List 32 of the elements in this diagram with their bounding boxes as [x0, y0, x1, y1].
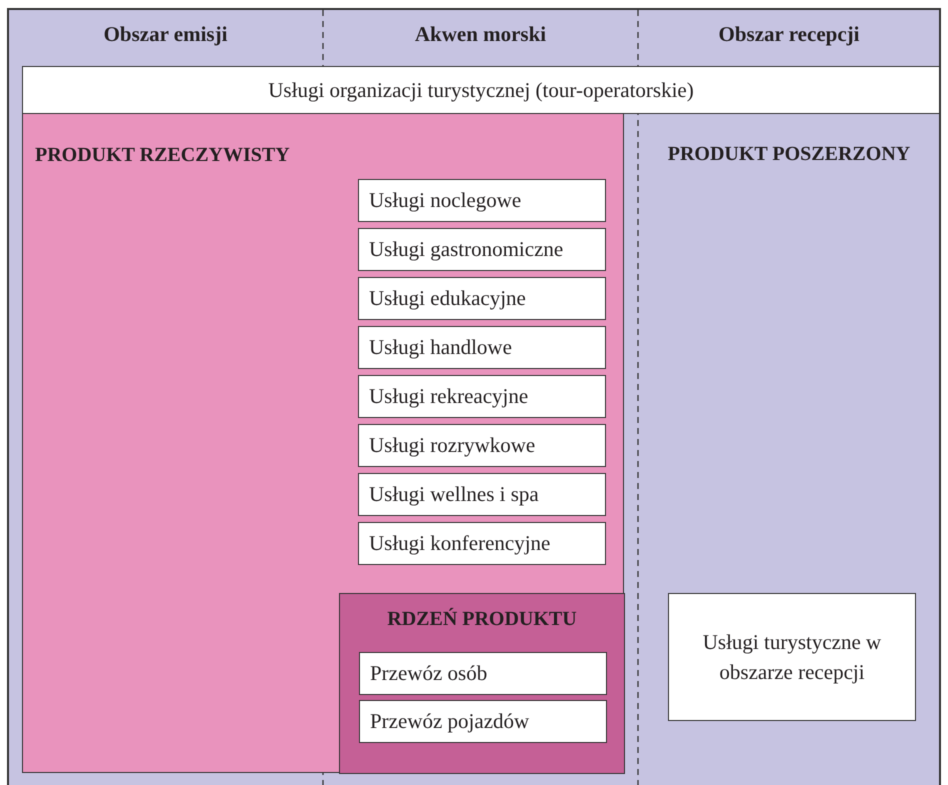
- service-box: [358, 522, 606, 565]
- section-heading: PRODUKT RZECZYWISTY: [35, 144, 290, 167]
- service-box: [358, 326, 606, 369]
- column-heading: Obszar emisji: [102, 22, 228, 47]
- service-text: Usługi wellnes i spa: [369, 482, 539, 507]
- service-text: Przewóz pojazdów: [370, 709, 530, 734]
- service-box: [22, 66, 940, 114]
- service-text: Usługi gastronomiczne: [369, 237, 564, 262]
- core-product-panel: [339, 593, 625, 774]
- service-text: Usługi handlowe: [369, 335, 512, 360]
- service-box: [358, 277, 606, 320]
- service-text: Przewóz osób: [370, 661, 488, 686]
- service-box: [358, 375, 606, 418]
- service-box: [358, 473, 606, 516]
- service-box: [358, 424, 606, 467]
- column-heading: Akwen morski: [414, 22, 548, 47]
- section-heading: PRODUKT POSZERZONY: [666, 143, 912, 166]
- product-region: [22, 113, 624, 773]
- service-text: Usługi rekreacyjne: [369, 384, 528, 409]
- service-text: Usługi edukacyjne: [369, 286, 526, 311]
- section-heading: RDZEŃ PRODUKTU: [386, 608, 578, 631]
- service-text: Usługi turystyczne w obszarze recepcji: [702, 628, 882, 686]
- service-text: Usługi noclegowe: [369, 188, 522, 213]
- column-heading: Obszar recepcji: [718, 22, 860, 47]
- service-text: Usługi konferencyjne: [369, 531, 550, 556]
- service-box: [358, 179, 606, 222]
- service-text: Usługi organizacji turystycznej (tour-operatorskie): [268, 78, 694, 102]
- service-text: Usługi rozrywkowe: [369, 433, 536, 458]
- service-box: [359, 652, 607, 695]
- service-box: [358, 228, 606, 271]
- service-box: [359, 700, 607, 743]
- service-box: [668, 593, 916, 721]
